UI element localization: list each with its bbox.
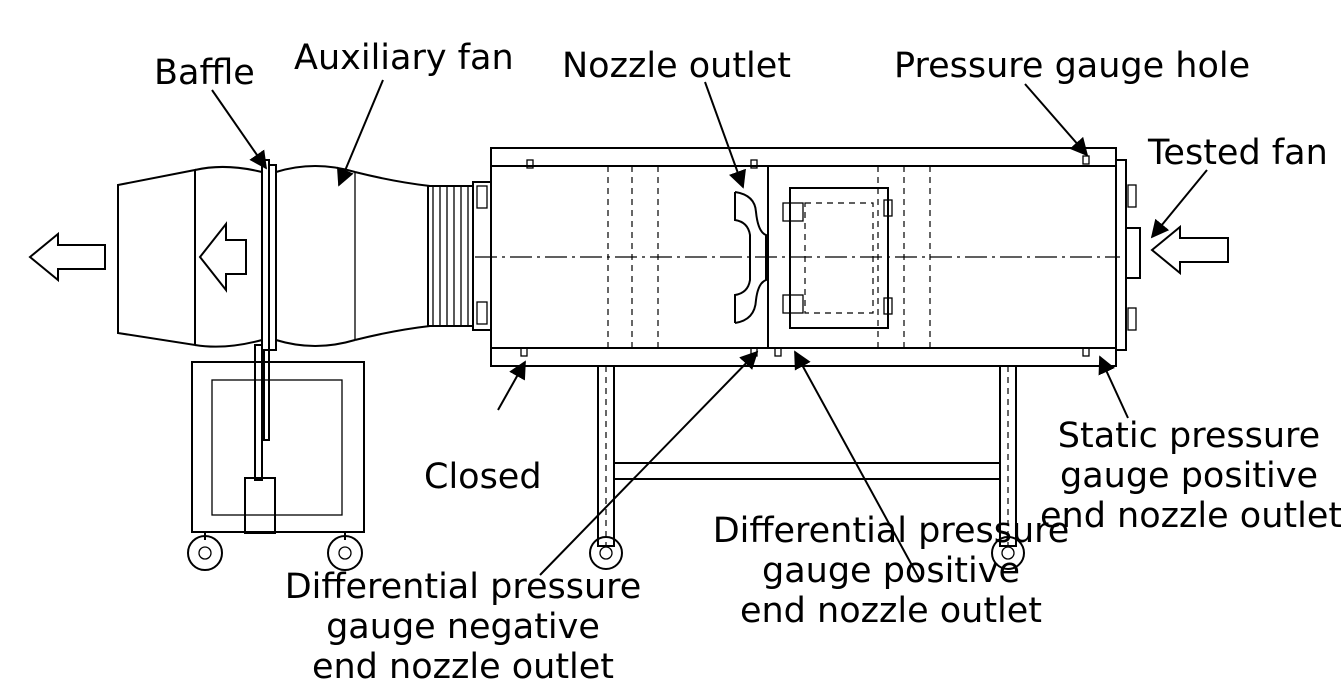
label-pressure-gauge-hole: Pressure gauge hole [894,46,1251,86]
test-chamber [475,147,1141,367]
exhaust-duct [117,165,263,348]
label-closed: Closed [424,457,542,497]
label-auxiliary-fan: Auxiliary fan [294,38,514,78]
caster-wheel-icon [327,535,363,571]
auxiliary-fan-duct [275,165,492,347]
nozzle-profile [734,191,767,324]
label-nozzle-outlet: Nozzle outlet [562,46,792,86]
label-tested-fan: Tested fan [1148,133,1328,173]
inflow-arrow-icon [1150,224,1229,276]
label-static-pressure-gauge: Static pressure gauge positive end nozzl… [1040,416,1341,536]
leader-lines [211,79,1208,581]
caster-wheel-icon [991,536,1025,570]
baffle-plate [261,159,277,351]
label-differential-pressure-positive: Differential pressure gauge positive end… [712,511,1070,631]
auxiliary-fan-stand [187,344,365,571]
outflow-arrow-icon [28,231,106,283]
flow-direction-arrow-icon [198,221,247,293]
caster-wheel-icon [187,535,223,571]
label-baffle: Baffle [154,53,255,93]
caster-wheel-icon [589,536,623,570]
label-differential-pressure-negative: Differential pressure gauge negative end… [284,567,642,687]
chamber-stand [589,365,1025,570]
